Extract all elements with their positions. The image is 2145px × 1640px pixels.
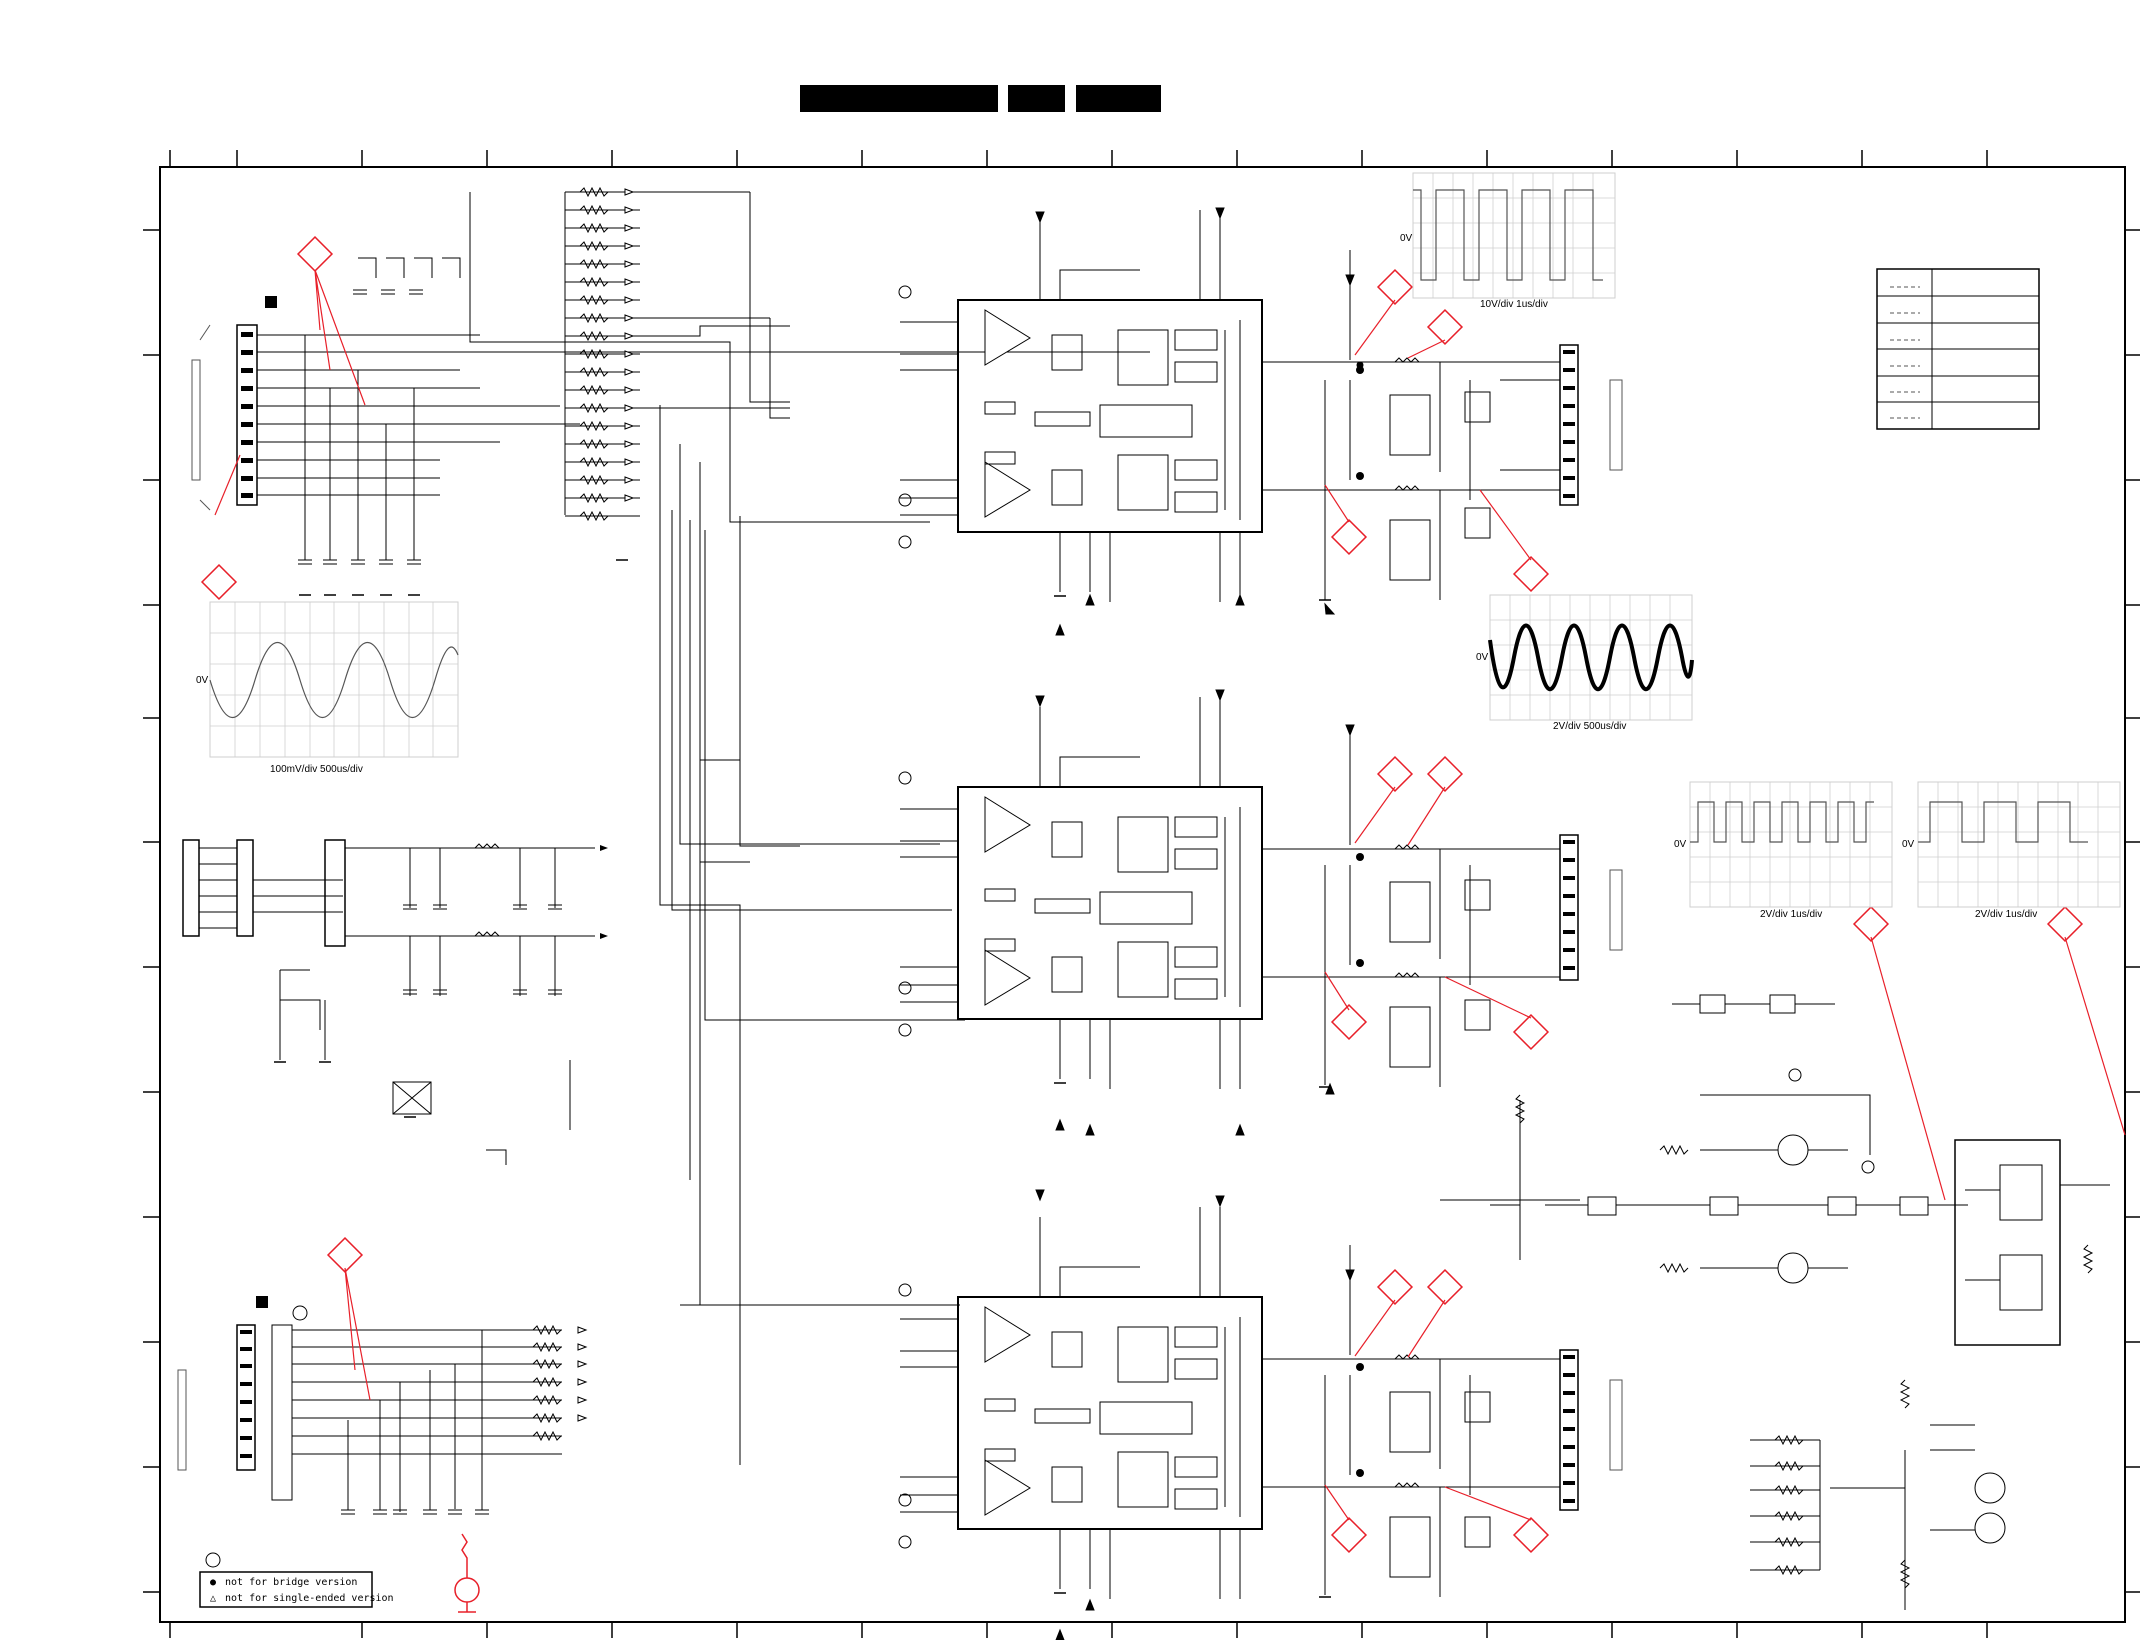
output-stage-2	[1262, 735, 1623, 1087]
scope-mid-left: 0V 100mV/div 500us/div	[196, 601, 459, 775]
input-resistor-bank-top	[564, 191, 790, 517]
legend-symbol-1: ●	[210, 1577, 216, 1588]
scope-lower-right-b-zero: 0V	[1902, 839, 1915, 850]
scope-top-right-scale: 10V/div 1us/div	[1480, 299, 1548, 310]
scope-lower-right-b-scale: 2V/div 1us/div	[1975, 909, 2037, 920]
amplifier-block-2	[900, 697, 1382, 1089]
scope-mid-left-scale: 100mV/div 500us/div	[270, 764, 363, 775]
amplifier-block-3	[900, 1207, 1382, 1599]
scope-top-right: 0V 10V/div 1us/div	[1400, 172, 1616, 310]
control-circuit	[1440, 994, 2110, 1610]
output-stage-3	[1262, 1245, 1623, 1597]
title-block-1	[800, 85, 998, 112]
supply-and-ground-symbols	[1035, 207, 1364, 1640]
scope-lower-right-a-scale: 2V/div 1us/div	[1760, 909, 1822, 920]
scope-lower-right-b: 0V 2V/div 1us/div	[1902, 781, 2121, 920]
symbol-table	[1876, 268, 2040, 430]
title-block-3	[1076, 85, 1161, 112]
legend-symbol-2: △	[210, 1593, 216, 1604]
resistors-bottom	[532, 1325, 587, 1441]
border-ticks	[143, 150, 2140, 1638]
signal-routing	[469, 192, 965, 1465]
power-arrows	[600, 845, 608, 939]
test-point-leaders	[214, 269, 2126, 1521]
power-input-section	[182, 839, 595, 1060]
scope-mid-right: 0V 2V/div 500us/div	[1476, 594, 1694, 732]
unpopulated-circles	[205, 285, 1875, 1568]
legend-item-1: not for bridge version	[225, 1577, 357, 1588]
output-pins	[1356, 350, 1575, 1503]
scope-lower-right-a-zero: 0V	[1674, 839, 1687, 850]
input-decoupling-caps-top	[304, 257, 461, 560]
scope-top-right-zero: 0V	[1400, 233, 1413, 244]
misc-components-mid	[392, 1060, 571, 1165]
legend-item-2: not for single-ended version	[225, 1593, 394, 1604]
test-point-markers	[200, 235, 2084, 1554]
input-connector-top-pins	[241, 296, 277, 498]
legend-box: ● not for bridge version △ not for singl…	[199, 1571, 394, 1608]
output-stage-1	[1262, 250, 1623, 600]
control-resistors	[1515, 1094, 2093, 1589]
drawing-border	[159, 166, 2126, 1623]
scope-mid-left-zero: 0V	[196, 675, 209, 686]
scope-lower-right-a: 0V 2V/div 1us/div	[1674, 781, 1893, 920]
amplifier-block-1	[900, 210, 1382, 602]
scope-mid-right-scale: 2V/div 500us/div	[1553, 721, 1626, 732]
connector-bottom-pins	[240, 1296, 268, 1458]
signal-source-symbol	[454, 1533, 480, 1613]
scope-mid-right-zero: 0V	[1476, 652, 1489, 663]
input-connector-bottom	[177, 1324, 562, 1512]
title-block-2	[1008, 85, 1065, 112]
